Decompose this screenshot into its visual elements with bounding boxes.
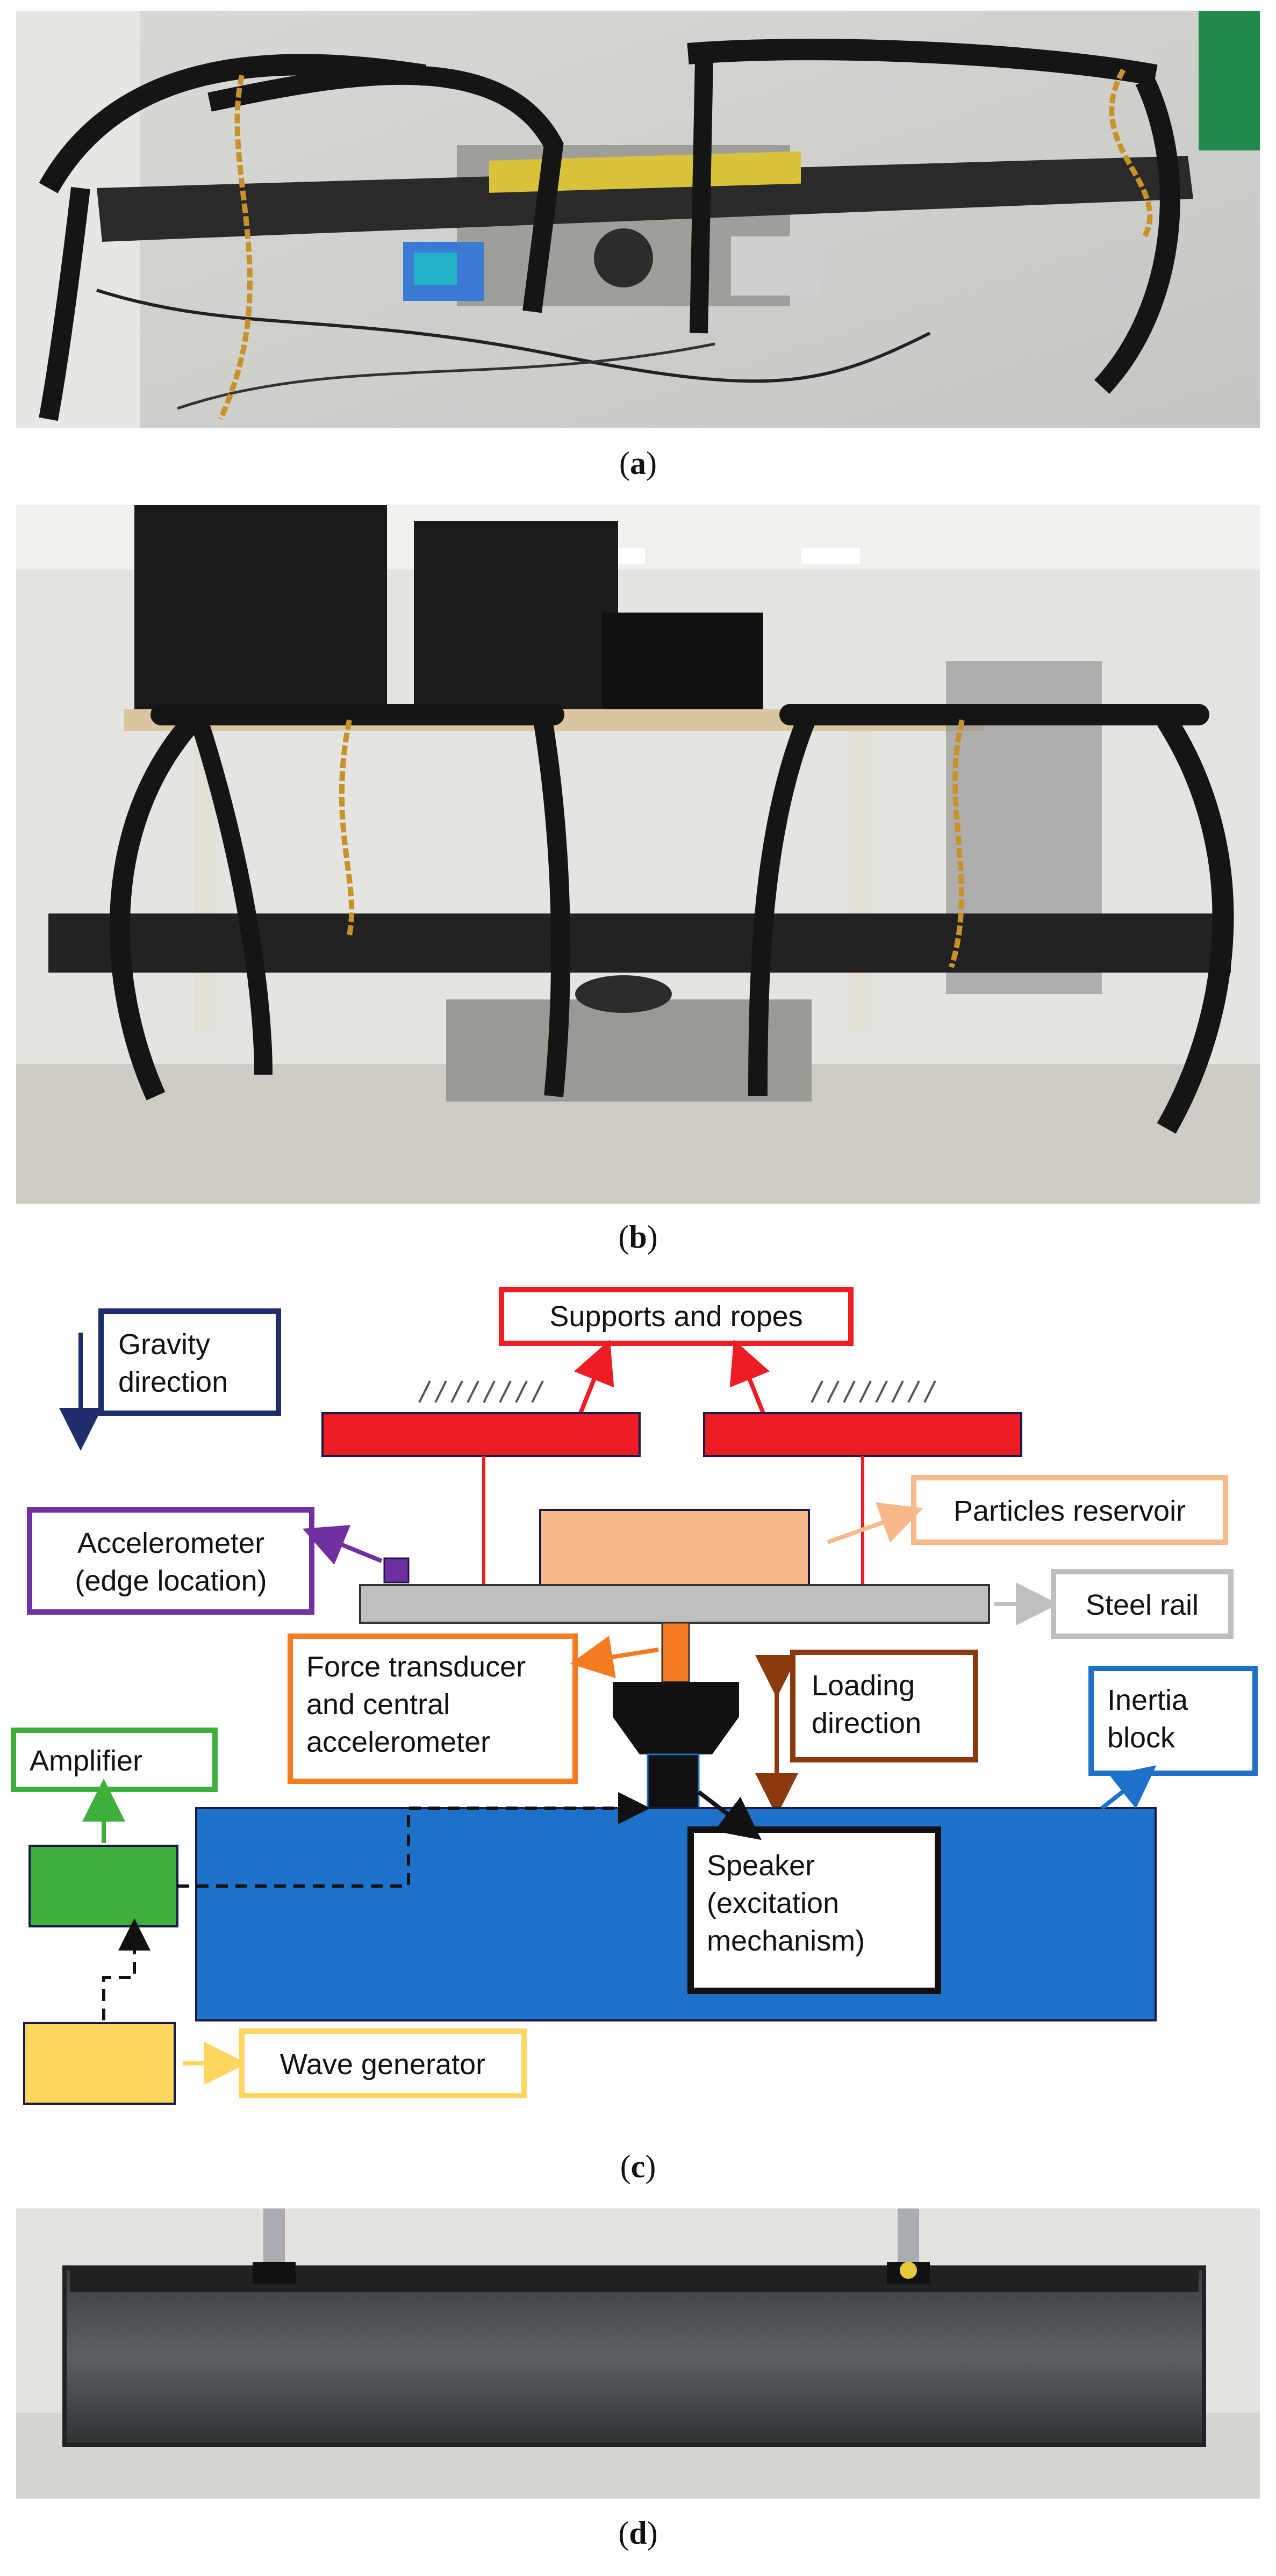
force-label-line1: Force transducer — [306, 1651, 526, 1683]
force-transducer — [661, 1622, 690, 1683]
speaker-label-line3: mechanism) — [707, 1925, 865, 1957]
inertia-label-line1: Inertia — [1107, 1684, 1188, 1716]
photo-b-rig-side-view — [16, 505, 1260, 1204]
steel-rail-label-box — [1051, 1569, 1234, 1639]
gravity-label-box — [98, 1308, 281, 1416]
force-label-box — [288, 1634, 578, 1784]
amplifier-box — [28, 1845, 178, 1927]
force-label-line2: and central — [306, 1688, 450, 1721]
speaker-label-line2: (excitation — [707, 1887, 839, 1919]
edge-accelerometer — [383, 1557, 410, 1584]
support-hatch-right — [811, 1380, 936, 1403]
generator-to-amplifier-signal — [102, 1918, 150, 2020]
support-bar-left — [321, 1412, 641, 1457]
steel-rail — [359, 1584, 990, 1624]
speaker-magnet — [647, 1753, 700, 1809]
photo-a-rig-top-view — [16, 11, 1260, 428]
particles-label: Particles reservoir — [954, 1495, 1186, 1527]
steel-rail-label: Steel rail — [1086, 1589, 1199, 1621]
wave-label-box — [239, 2028, 527, 2098]
caption-a: (a) — [619, 445, 657, 481]
amplifier-label: Amplifier — [30, 1745, 142, 1777]
caption-d: (d) — [618, 2515, 658, 2551]
setup-schematic: Supports and ropes Gravity direction Par… — [11, 1287, 1258, 2105]
supports-label: Supports and ropes — [549, 1300, 802, 1333]
speaker-label-box — [687, 1826, 941, 1994]
loading-label-line1: Loading — [812, 1670, 915, 1702]
speaker-cone — [613, 1682, 739, 1754]
accelerometer-label-line2: (edge location) — [75, 1565, 267, 1597]
photo-panel-d — [16, 2208, 1260, 2499]
inertia-label-box — [1088, 1666, 1258, 1776]
gravity-label-line1: Gravity — [118, 1328, 210, 1361]
photo-panel-a — [16, 11, 1260, 428]
inertia-block — [195, 1807, 1157, 2021]
loading-label-box — [790, 1650, 978, 1762]
caption-b: (b) — [618, 1219, 658, 1255]
accelerometer-label-line1: Accelerometer — [77, 1527, 264, 1559]
force-label-line3: accelerometer — [306, 1726, 490, 1758]
caption-c: (c) — [620, 2149, 656, 2184]
support-hatch-left — [418, 1380, 544, 1403]
supports-label-box — [499, 1287, 854, 1346]
particles-reservoir — [539, 1509, 810, 1586]
wave-generator-box — [23, 2022, 176, 2105]
loading-label-line2: direction — [812, 1707, 921, 1739]
inertia-label-line2: block — [1107, 1722, 1175, 1754]
photo-d-steel-box — [16, 2208, 1260, 2499]
gravity-label-line2: direction — [118, 1366, 228, 1398]
support-bar-right — [703, 1412, 1022, 1457]
wave-label: Wave generator — [280, 2048, 485, 2081]
speaker-label-line1: Speaker — [707, 1850, 815, 1882]
photo-panel-b — [16, 505, 1260, 1204]
